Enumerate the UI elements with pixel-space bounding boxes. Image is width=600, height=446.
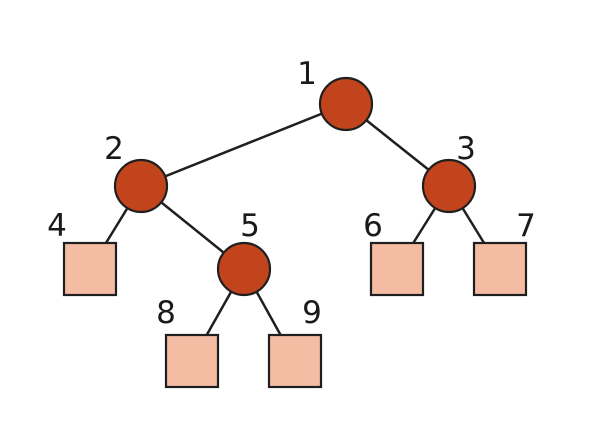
nodes-layer: [62, 76, 528, 389]
leaf-node-8: [164, 333, 220, 389]
node-label-2: 2: [104, 131, 124, 167]
node-label-7: 7: [516, 208, 536, 244]
internal-node-3: [421, 158, 477, 214]
leaf-node-9: [267, 333, 323, 389]
labels-layer: 1 2 3 4 5 6 7 8 9: [47, 56, 536, 331]
internal-node-1: [318, 76, 374, 132]
internal-node-2: [113, 158, 169, 214]
internal-node-5: [216, 241, 272, 297]
node-label-5: 5: [240, 208, 260, 244]
edge-1-2: [140, 102, 347, 188]
node-label-9: 9: [302, 295, 322, 331]
node-label-6: 6: [363, 208, 383, 244]
node-label-1: 1: [297, 56, 317, 92]
leaf-node-7: [472, 241, 528, 297]
leaf-node-4: [62, 241, 118, 297]
node-label-3: 3: [456, 131, 476, 167]
node-label-8: 8: [156, 295, 176, 331]
leaf-node-6: [369, 241, 425, 297]
node-label-4: 4: [47, 208, 67, 244]
